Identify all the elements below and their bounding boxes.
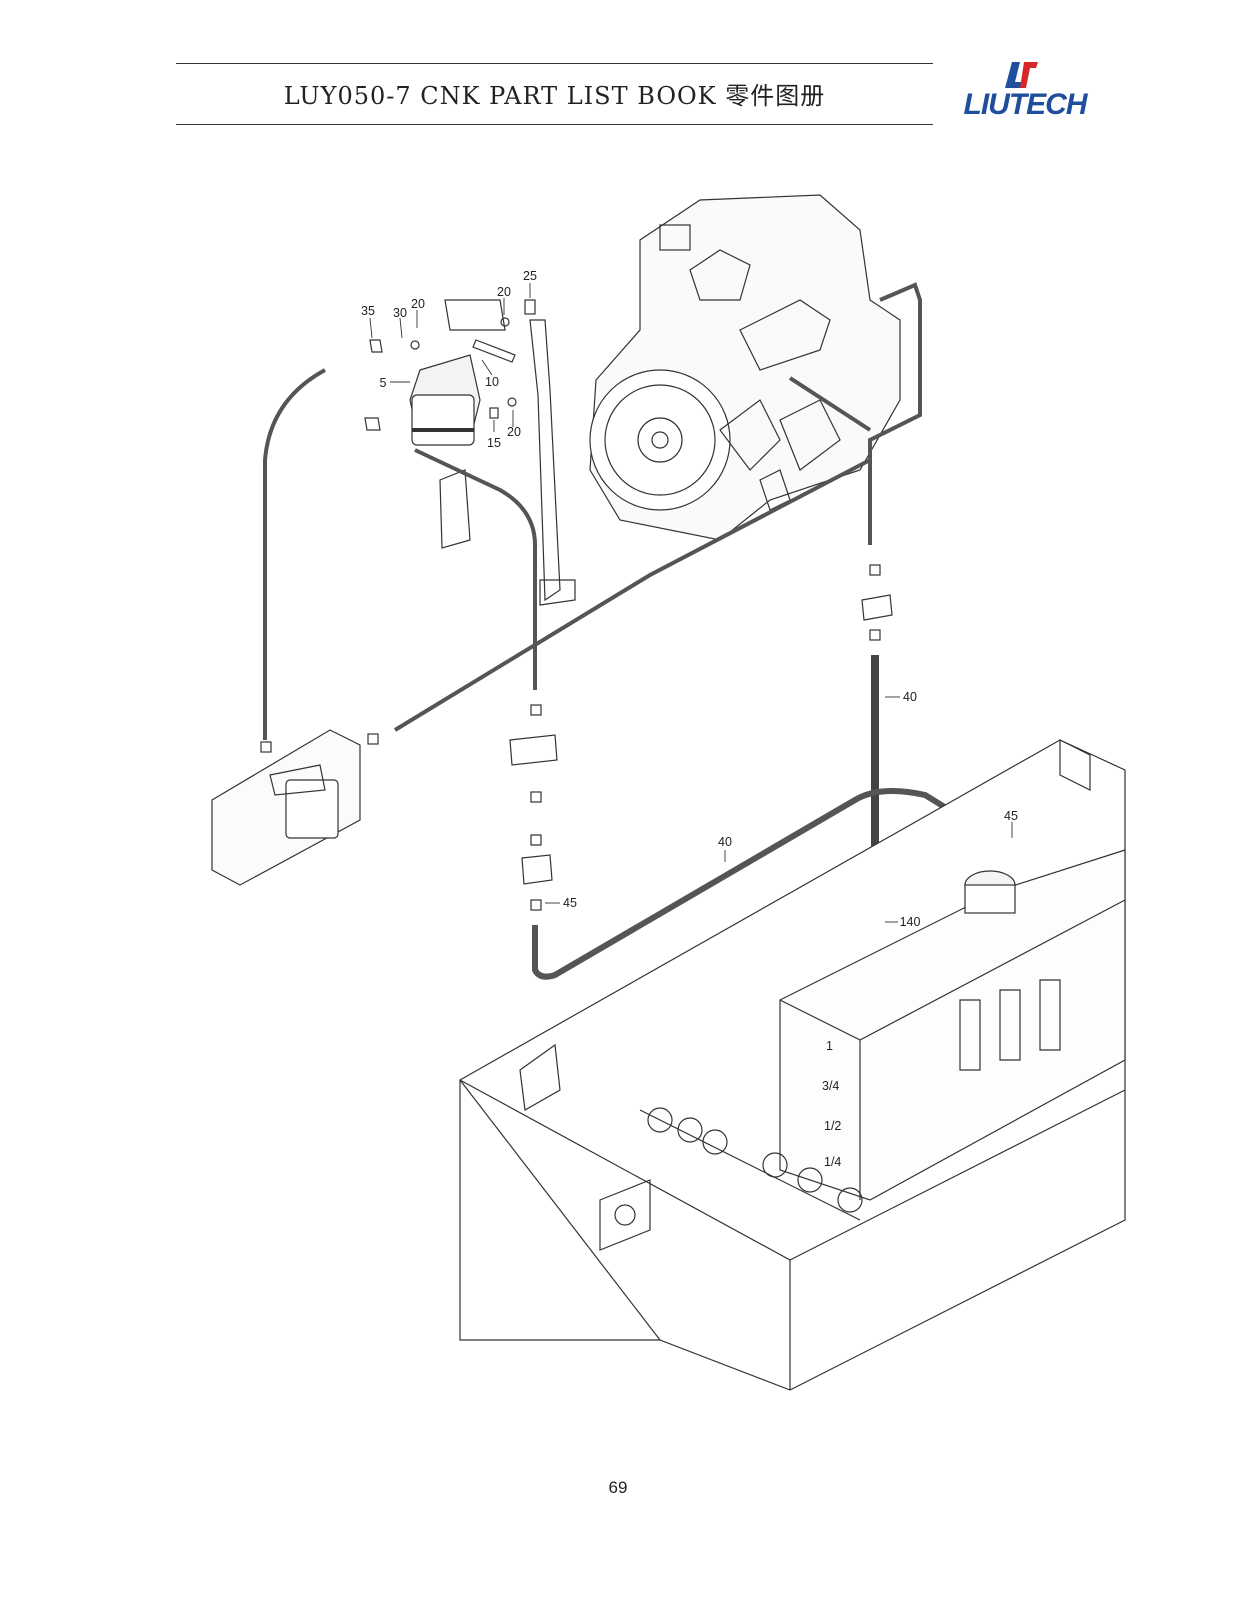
engine-assembly <box>589 194 901 541</box>
callout-15: 15 <box>487 436 501 450</box>
tank-level-gauge: 1 3/4 1/2 1/4 <box>822 1039 841 1169</box>
callout-20: 20 <box>411 297 425 311</box>
document-title: LUY050-7 CNK PART LIST BOOK 零件图册 <box>283 82 826 110</box>
liutech-logo: LIUTECH <box>954 58 1096 126</box>
callout-40: 40 <box>903 690 917 704</box>
page-number: 69 <box>608 1478 628 1497</box>
callout-10: 10 <box>485 375 499 389</box>
chassis-and-tank <box>459 739 1126 1391</box>
callout-5: 5 <box>380 376 387 390</box>
gauge-mark-half: 1/2 <box>824 1119 841 1133</box>
fuel-lines <box>263 282 992 980</box>
header-rule-top <box>176 63 933 64</box>
gauge-mark-three-quarter: 3/4 <box>822 1079 839 1093</box>
leader-lines <box>369 283 1013 923</box>
callout-30: 30 <box>393 306 407 320</box>
gauge-mark-full: 1 <box>826 1039 833 1053</box>
header-rule-bottom <box>176 124 933 125</box>
callout-20: 20 <box>507 425 521 439</box>
callout-140: 140 <box>900 915 921 929</box>
logo-wordmark: LIUTECH <box>963 88 1088 121</box>
gauge-mark-quarter: 1/4 <box>824 1155 841 1169</box>
logo-mark-icon <box>1005 62 1038 88</box>
line-fittings <box>260 564 1013 926</box>
callout-45: 45 <box>1004 809 1018 823</box>
callout-20: 20 <box>497 285 511 299</box>
callout-40: 40 <box>718 835 732 849</box>
filter-bracket-assembly <box>364 299 576 606</box>
callout-45: 45 <box>563 896 577 910</box>
callout-25: 25 <box>523 269 537 283</box>
callout-35: 35 <box>361 304 375 318</box>
water-separator-bracket <box>211 729 361 886</box>
